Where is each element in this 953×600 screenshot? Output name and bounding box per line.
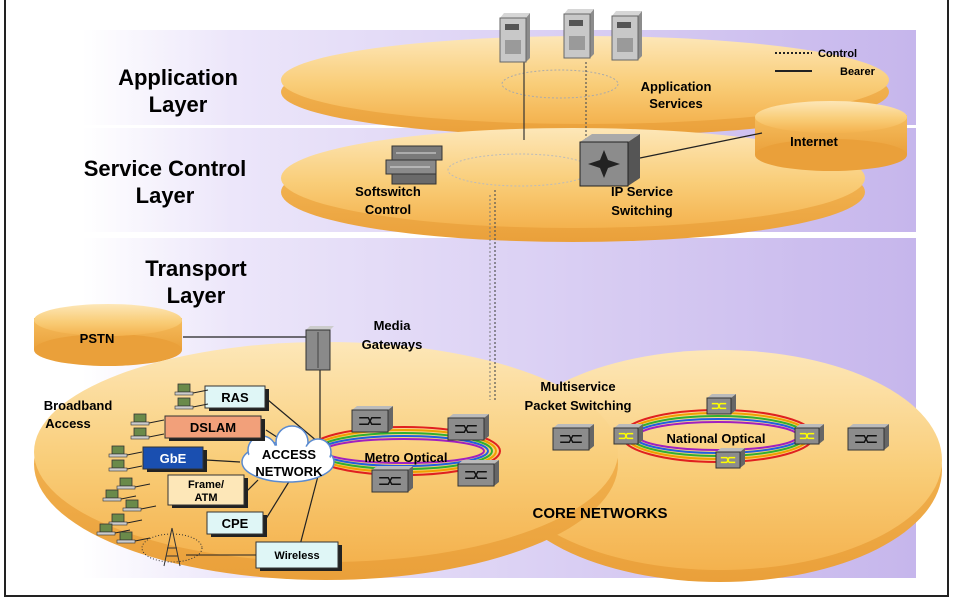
service-control-layer-title: Service Control	[84, 156, 247, 181]
core-networks-label: CORE NETWORKS	[533, 505, 668, 522]
national-optical-label: National Optical	[667, 431, 766, 446]
optical-switch-icon	[371, 466, 413, 493]
pstn-label: PSTN	[80, 331, 115, 346]
service-control-layer-title-2: Layer	[136, 183, 195, 208]
ras-label: RAS	[221, 390, 249, 405]
application-disc	[281, 36, 889, 136]
computer-icon	[108, 459, 143, 472]
broadband-access-label: Broadband	[44, 398, 113, 413]
wireless-box	[255, 541, 342, 571]
multiservice-label: Multiservice	[540, 379, 615, 394]
softswitch-label-2: Control	[365, 202, 411, 217]
computer-icon	[130, 413, 165, 426]
legend: Control Bearer	[775, 48, 876, 78]
ras-box	[204, 385, 269, 411]
computer-icon	[116, 477, 151, 490]
computer-icon	[174, 383, 209, 396]
media-gateway-icon	[305, 326, 334, 371]
frame-atm-label: Frame/	[188, 479, 224, 491]
application-services-label: Application	[641, 79, 712, 94]
broadband-access-label-2: Access	[45, 416, 91, 431]
server-icon	[499, 13, 530, 63]
wireless-label: Wireless	[274, 550, 319, 562]
computer-icon	[108, 445, 143, 458]
optical-switch-icon	[552, 424, 594, 451]
computer-icon	[116, 531, 151, 544]
internet-cylinder	[755, 101, 907, 171]
access-network-label: ACCESS	[262, 447, 317, 462]
frame-atm-box	[167, 474, 248, 508]
optical-switch-icon	[847, 424, 889, 451]
ip-service-label: IP Service	[611, 184, 673, 199]
computer-icon	[96, 523, 131, 536]
optical-switch-icon	[715, 448, 745, 469]
page-frame	[4, 0, 949, 597]
dslam-box	[164, 415, 265, 441]
internet-link	[639, 132, 763, 159]
cpe-box	[206, 511, 267, 537]
legend-control-label: Control	[818, 48, 857, 60]
optical-switch-icon	[457, 460, 499, 487]
application-control-ring	[501, 69, 619, 99]
gbe-label: GbE	[160, 451, 187, 466]
computer-icon	[108, 513, 143, 526]
metro-optical-label: Metro Optical	[364, 450, 447, 465]
access-network-label-2: NETWORK	[255, 464, 323, 479]
server-icon	[563, 9, 594, 59]
optical-switch-icon	[706, 394, 736, 415]
multiservice-label-2: Packet Switching	[525, 398, 632, 413]
optical-switch-icon	[613, 424, 643, 445]
optical-switch-icon	[794, 424, 824, 445]
computer-icon	[122, 499, 157, 512]
computer-icon	[130, 427, 165, 440]
media-gateways-label-2: Gateways	[362, 337, 423, 352]
dslam-label: DSLAM	[190, 420, 236, 435]
application-services-label-2: Services	[649, 96, 703, 111]
wireless-tower-icon	[141, 527, 256, 567]
media-gateways-label: Media	[374, 318, 412, 333]
optical-switch-icon	[351, 406, 393, 433]
softswitch-icon	[385, 145, 443, 185]
transport-layer-title-2: Layer	[167, 283, 226, 308]
gbe-box	[142, 446, 207, 472]
access-network-cloud	[241, 425, 335, 483]
internet-label: Internet	[790, 134, 838, 149]
pstn-cylinder	[34, 304, 182, 366]
computer-icon	[174, 397, 209, 410]
cpe-label: CPE	[222, 516, 249, 531]
server-icon	[611, 11, 642, 61]
computer-icon	[102, 489, 137, 502]
ip-switch-icon	[579, 134, 640, 187]
frame-atm-label-2: ATM	[194, 492, 217, 504]
optical-switch-icon	[447, 414, 489, 441]
application-layer-title-2: Layer	[149, 92, 208, 117]
legend-bearer-label: Bearer	[840, 66, 876, 78]
application-layer-title: Application	[118, 65, 238, 90]
transport-layer-title: Transport	[145, 256, 247, 281]
ip-service-label-2: Switching	[611, 203, 672, 218]
softswitch-label: Softswitch	[355, 184, 421, 199]
